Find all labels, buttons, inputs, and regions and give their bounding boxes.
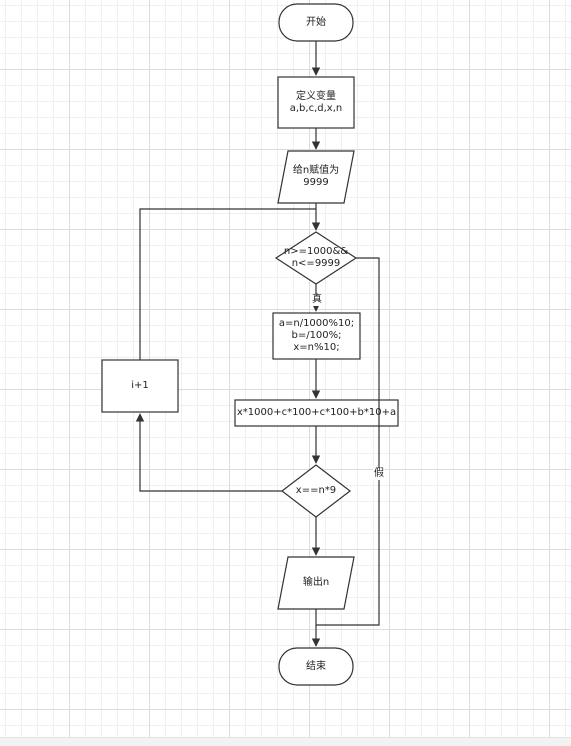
output-n-label: 输出n: [302, 577, 330, 588]
condition-range-label: n>=1000&& n<=9999: [283, 246, 349, 269]
increment-label: i+1: [131, 380, 149, 391]
condition-eq-label: x==n*9: [295, 485, 337, 496]
bottom-scroll-bar[interactable]: [0, 737, 571, 746]
define-vars-label: 定义变量 a,b,c,d,x,n: [289, 90, 343, 114]
compute-digits-label: a=n/1000%10; b=/100%; x=n%10;: [278, 318, 355, 353]
assign-n-label: 给n赋值为 9999: [292, 165, 340, 188]
define-vars-process[interactable]: [277, 76, 355, 129]
end-terminator[interactable]: [278, 647, 354, 686]
end-label: 结束: [306, 660, 326, 672]
compute-x-process[interactable]: [234, 399, 399, 427]
edge-condition-false: [316, 257, 380, 626]
true-branch-label: 真: [311, 294, 323, 306]
start-label: 开始: [306, 16, 326, 28]
edge-eq-to-increment: [135, 413, 282, 492]
assign-n-io[interactable]: [277, 150, 355, 204]
compute-x-label: x*1000+c*100+c*100+b*10+a: [236, 407, 397, 418]
output-n-io[interactable]: [277, 556, 355, 610]
edge-loop-back: [139, 208, 316, 360]
false-branch-label: 假: [373, 468, 385, 480]
compute-digits-process[interactable]: [272, 312, 361, 360]
increment-process[interactable]: [101, 359, 179, 413]
